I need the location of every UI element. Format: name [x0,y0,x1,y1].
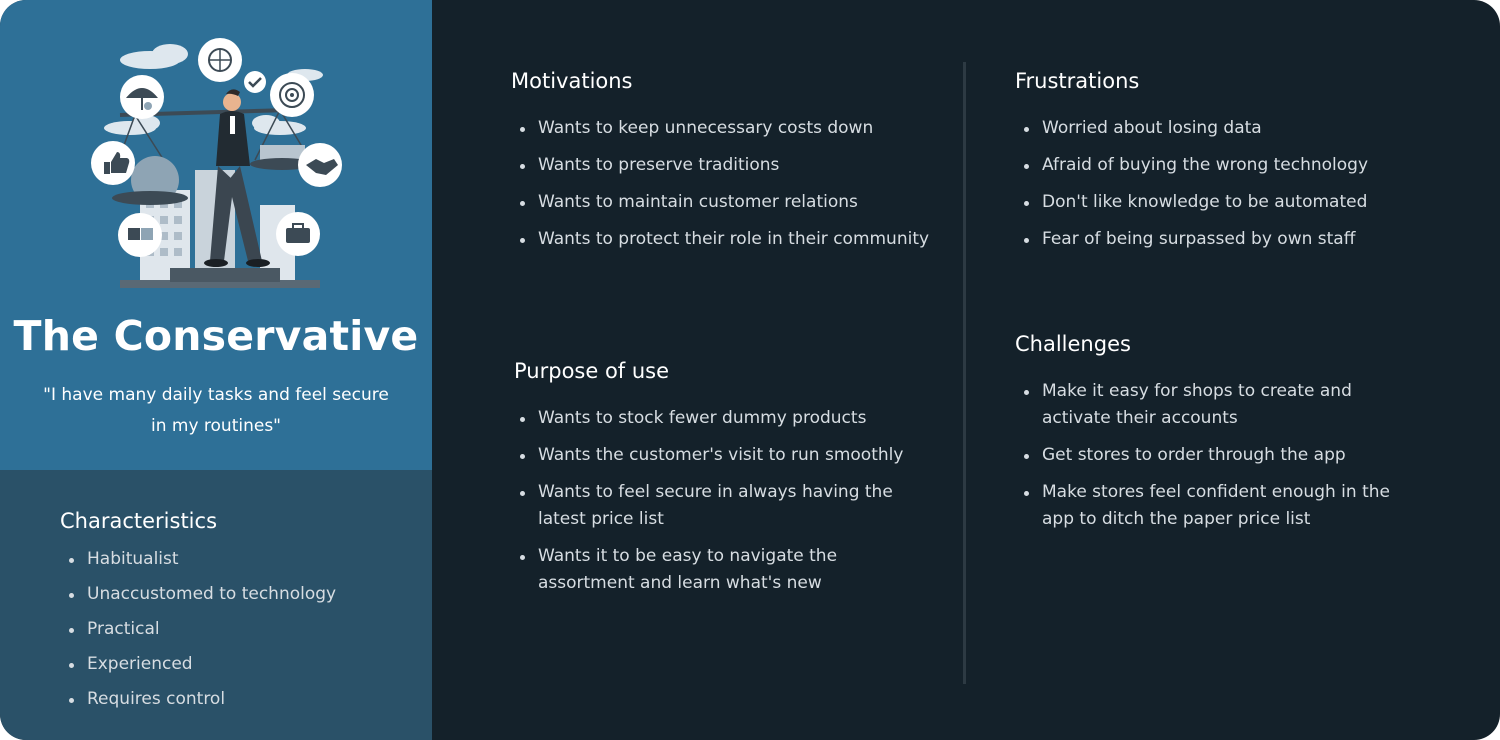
handshake-icon [298,143,342,187]
persona-title: The Conservative [13,312,419,360]
frustrations-list: Worried about losing data Afraid of buyi… [1015,115,1435,263]
characteristics-panel: Characteristics Habitualist Unaccustomed… [0,470,432,740]
list-item: Don't like knowledge to be automated [1015,189,1435,216]
businessman-balance-illustration [91,38,342,288]
list-item: Wants the customer's visit to run smooth… [511,442,921,469]
puzzle-icon [118,213,162,257]
characteristics-heading: Characteristics [60,509,218,533]
list-item: Fear of being surpassed by own staff [1015,226,1435,253]
list-item: Unaccustomed to technology [60,581,420,608]
globe-icon [198,38,242,82]
persona-header-panel: The Conservative "I have many daily task… [0,0,432,470]
list-item: Wants to keep unnecessary costs down [511,115,931,142]
list-item: Wants to maintain customer relations [511,189,931,216]
list-item: Wants it to be easy to navigate the asso… [511,543,921,597]
challenges-heading: Challenges [1015,332,1131,356]
list-item: Make stores feel confident enough in the… [1015,479,1425,533]
frustrations-heading: Frustrations [1015,69,1140,93]
list-item: Wants to stock fewer dummy products [511,405,921,432]
purpose-heading: Purpose of use [514,359,670,383]
list-item: Wants to protect their role in their com… [511,226,931,253]
list-item: Worried about losing data [1015,115,1435,142]
umbrella-icon [120,75,164,119]
list-item: Afraid of buying the wrong technology [1015,152,1435,179]
list-item: Wants to feel secure in always having th… [511,479,921,533]
checkmark-icon [244,71,266,93]
motivations-list: Wants to keep unnecessary costs down Wan… [511,115,931,263]
challenges-list: Make it easy for shops to create and act… [1015,378,1425,543]
briefcase-icon [276,212,320,256]
list-item: Habitualist [60,546,420,573]
list-item: Practical [60,616,420,643]
characteristics-list: Habitualist Unaccustomed to technology P… [60,546,420,721]
purpose-list: Wants to stock fewer dummy products Want… [511,405,921,607]
target-icon [270,73,314,117]
list-item: Make it easy for shops to create and act… [1015,378,1425,432]
list-item: Get stores to order through the app [1015,442,1425,469]
list-item: Experienced [60,651,420,678]
column-divider [963,62,966,684]
list-item: Requires control [60,686,420,713]
thumbs-up-icon [91,141,135,185]
motivations-heading: Motivations [511,69,633,93]
list-item: Wants to preserve traditions [511,152,931,179]
persona-quote: "I have many daily tasks and feel secure… [43,385,389,436]
